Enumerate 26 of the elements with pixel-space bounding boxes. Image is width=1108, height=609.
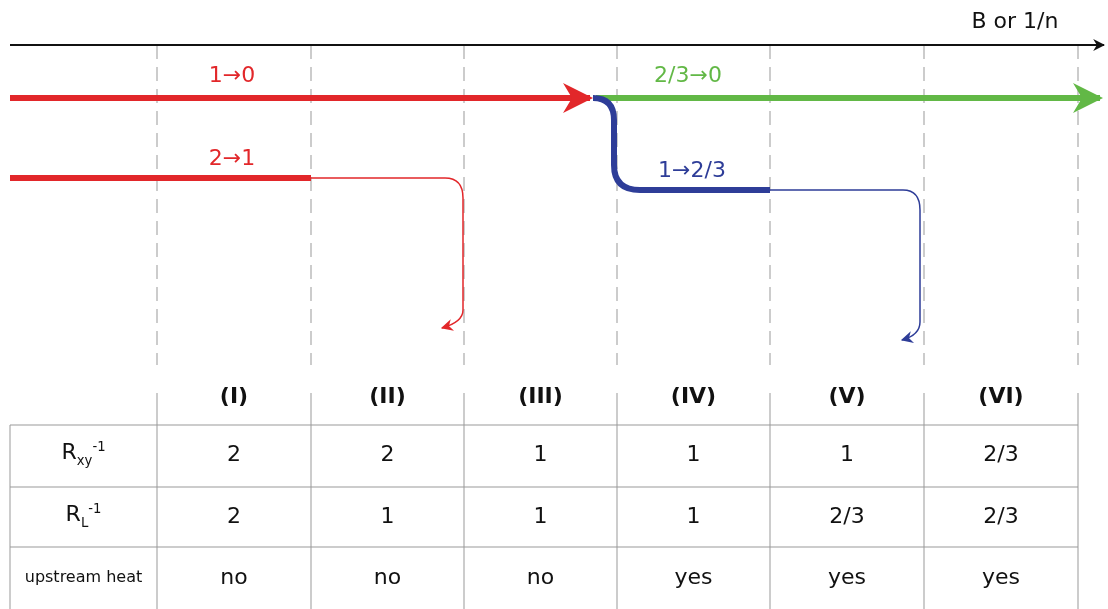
axis-label: B or 1/n (971, 8, 1059, 34)
table-value: 2 (380, 441, 395, 467)
table-value: yes (674, 564, 713, 590)
column-header: (II) (369, 383, 406, 409)
table-value: 2/3 (983, 503, 1019, 529)
column-header: (IV) (670, 383, 717, 409)
table-value: 2/3 (829, 503, 865, 529)
column-header: (V) (828, 383, 866, 409)
row-header: upstream heat (23, 568, 144, 586)
table-value: 2 (227, 441, 241, 467)
table-value: no (526, 564, 555, 590)
table-value: 2 (227, 503, 241, 529)
table-value: yes (982, 564, 1020, 590)
table-value: 1 (840, 441, 854, 467)
table-value: 1 (686, 441, 701, 467)
table-value: yes (828, 564, 866, 590)
table-value: no (220, 564, 248, 590)
table-value: 1 (686, 503, 701, 529)
column-header: (I) (219, 383, 249, 409)
table-value: 1 (533, 441, 548, 467)
table-value: no (373, 564, 402, 590)
table-value: 1 (380, 503, 395, 529)
column-header: (III) (518, 383, 563, 409)
table-value: 2/3 (983, 441, 1019, 467)
column-header: (VI) (978, 383, 1024, 409)
table-value: 1 (533, 503, 548, 529)
